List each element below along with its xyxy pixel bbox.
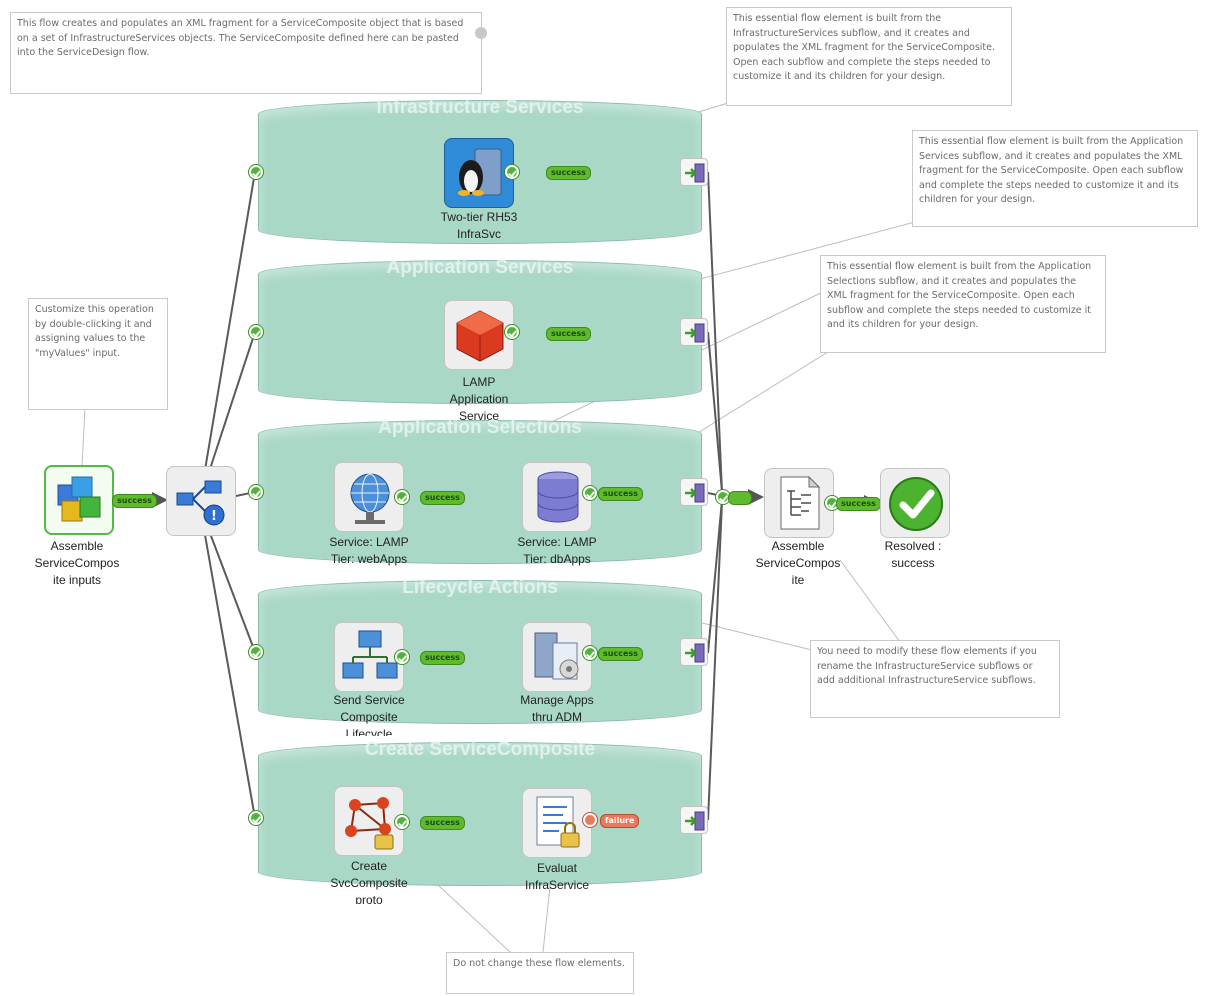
globe-icon: [350, 473, 390, 524]
lane-entry-port[interactable]: [249, 485, 263, 499]
subflow-exit-node[interactable]: [680, 806, 708, 834]
create-svccomposite-proto-label: Create SvcComposite proto: [330, 859, 408, 904]
note-flow-description: This flow creates and populates an XML f…: [10, 12, 482, 94]
note-pin-icon: [475, 27, 487, 39]
assemble-inputs-label: Assemble ServiceCompos ite inputs: [34, 539, 120, 587]
branch-node[interactable]: !: [166, 466, 236, 536]
branch-icon: !: [176, 480, 225, 526]
node-success-port[interactable]: [505, 325, 519, 339]
failure-port[interactable]: [583, 813, 597, 827]
resolved-success-label: Resolved : success: [884, 539, 942, 570]
database-icon: [537, 471, 579, 523]
send-service-composite-lifecycle-label: Send Service Composite Lifecycle: [333, 693, 405, 736]
subflow-exit-node[interactable]: [680, 158, 708, 186]
assemble-inputs-node[interactable]: [44, 465, 114, 535]
success-transition[interactable]: success: [546, 166, 591, 180]
lamp-application-service-label: LAMP Application Service: [449, 375, 509, 420]
success-transition[interactable]: success: [420, 491, 465, 505]
subflow-exit-node[interactable]: [680, 638, 708, 666]
exit-door-icon: [685, 163, 705, 183]
note-customize-operation: Customize this operation by double-click…: [28, 298, 168, 410]
assemble-servicecomposite-label: Assemble ServiceCompos ite: [755, 539, 841, 587]
service-lamp-webapps-label: Service: LAMP Tier: webApps: [329, 535, 409, 566]
xml-document-icon: [780, 475, 821, 530]
success-transition[interactable]: success: [836, 497, 881, 511]
subflow-exit-node[interactable]: [680, 478, 708, 506]
note-do-not-change: Do not change these flow elements.: [446, 952, 634, 994]
lane-title: Lifecycle Actions: [402, 577, 558, 598]
note-application-selections-subflow: This essential flow element is built fro…: [820, 255, 1106, 353]
manage-apps-thru-adm-node[interactable]: [522, 622, 592, 692]
exit-door-icon: [685, 643, 705, 663]
two-tier-rh53-node[interactable]: [444, 138, 514, 208]
node-success-port[interactable]: [505, 165, 519, 179]
success-transition[interactable]: success: [420, 816, 465, 830]
note-infrastructure-subflow: This essential flow element is built fro…: [726, 7, 1012, 106]
lane-entry-port[interactable]: [249, 165, 263, 179]
node-success-port[interactable]: [583, 646, 597, 660]
lane-title: Application Services: [386, 257, 574, 278]
lane-entry-port[interactable]: [249, 645, 263, 659]
exit-door-icon: [685, 323, 705, 343]
lane-application-services: Application Services: [258, 257, 702, 404]
document-lock-icon: [536, 796, 580, 848]
success-transition[interactable]: success: [546, 327, 591, 341]
lane-create-servicecomposite: Create ServiceComposite: [258, 739, 702, 886]
node-success-port[interactable]: [395, 815, 409, 829]
note-application-services-subflow: This essential flow element is built fro…: [912, 130, 1198, 227]
success-transition[interactable]: success: [728, 491, 752, 505]
note-modify-flow-elements: You need to modify these flow elements i…: [810, 640, 1060, 718]
svg-text:!: !: [211, 509, 217, 524]
node-success-port[interactable]: [583, 486, 597, 500]
two-tier-rh53-label: Two-tier RH53 InfraSvc: [440, 210, 518, 241]
service-lamp-dbapps-label: Service: LAMP Tier: dbApps: [517, 535, 597, 566]
linux-server-icon: [458, 148, 502, 196]
success-transition[interactable]: success: [598, 487, 643, 501]
node-success-port[interactable]: [395, 490, 409, 504]
app-server-icon: [534, 632, 579, 680]
assemble-servicecomposite-node[interactable]: [764, 468, 834, 538]
lane-title: Create ServiceComposite: [364, 739, 596, 760]
evaluate-infraservice-label: Evaluat InfraService: [524, 861, 590, 892]
network-computers-icon: [342, 630, 398, 679]
cubes-icon: [57, 476, 101, 522]
service-lamp-dbapps-node[interactable]: [522, 462, 592, 532]
send-service-composite-lifecycle-node[interactable]: [334, 622, 404, 692]
subflow-exit-node[interactable]: [680, 318, 708, 346]
evaluate-infraservice-node[interactable]: [522, 788, 592, 858]
node-success-port[interactable]: [395, 650, 409, 664]
success-transition[interactable]: success: [598, 647, 643, 661]
lane-entry-port[interactable]: [249, 325, 263, 339]
service-lamp-webapps-node[interactable]: [334, 462, 404, 532]
success-transition[interactable]: success: [112, 494, 157, 508]
check-circle-icon: [889, 477, 943, 531]
exit-door-icon: [685, 811, 705, 831]
molecule-lock-icon: [345, 797, 394, 850]
success-transition[interactable]: success: [420, 651, 465, 665]
exit-door-icon: [685, 483, 705, 503]
red-cube-icon: [456, 310, 504, 362]
lamp-application-service-node[interactable]: [444, 300, 514, 370]
resolved-success-node[interactable]: [880, 468, 950, 538]
lane-title: Application Selections: [378, 417, 582, 438]
lane-entry-port[interactable]: [249, 811, 263, 825]
manage-apps-thru-adm-label: Manage Apps thru ADM: [520, 693, 594, 724]
lane-title: Infrastructure Services: [376, 97, 584, 118]
failure-transition[interactable]: failure: [600, 814, 640, 828]
create-svccomposite-proto-node[interactable]: [334, 786, 404, 856]
